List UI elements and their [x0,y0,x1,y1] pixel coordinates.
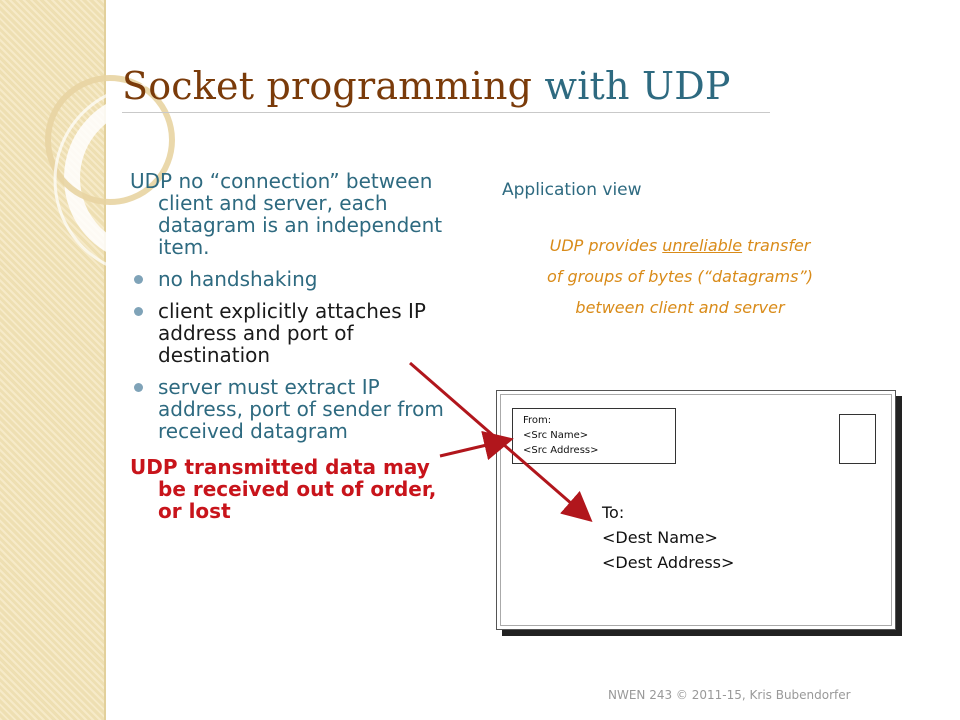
page-title: Socket programming with UDP [122,64,731,108]
red-note: UDP transmitted data may be received out… [130,455,437,523]
to-address-block: To: <Dest Name> <Dest Address> [602,500,734,575]
bullet-item: server must extract IP address, port of … [130,376,460,442]
bullet-item: client explicitly attaches IP address an… [130,300,460,366]
lead-text: UDP no “connection” between client and s… [130,169,443,259]
left-column: UDP no “connection” between client and s… [130,170,460,522]
udp-description-line1: UDP provides unreliable transfer [549,236,811,255]
arrow-to-destination [409,361,593,522]
bullet-list: no handshaking client explicitly attache… [130,268,460,442]
udp-description-line3: between client and server [575,298,785,317]
bullet-item: no handshaking [130,268,460,290]
footer-text: NWEN 243 © 2011-15, Kris Bubendorfer [608,688,851,702]
to-name: <Dest Name> [602,528,718,547]
udp-description-line2: of groups of bytes (“datagrams”) [547,267,813,286]
bullet-dot-icon [134,383,143,392]
to-label: To: [602,503,625,522]
from-address: <Src Address> [523,445,599,456]
stamp-icon [839,414,876,464]
udp-description: UDP provides unreliable transfer of grou… [520,230,840,323]
application-view-label: Application view [502,180,642,200]
bullet-dot-icon [134,275,143,284]
title-divider [122,112,770,113]
from-label: From: [523,415,552,426]
arrow-from-source [439,430,514,461]
title-accent: with UDP [544,64,731,108]
envelope-border [500,394,892,626]
sidebar-edge [104,0,106,720]
to-address: <Dest Address> [602,553,735,572]
from-name: <Src Name> [523,430,589,441]
bullet-dot-icon [134,307,143,316]
